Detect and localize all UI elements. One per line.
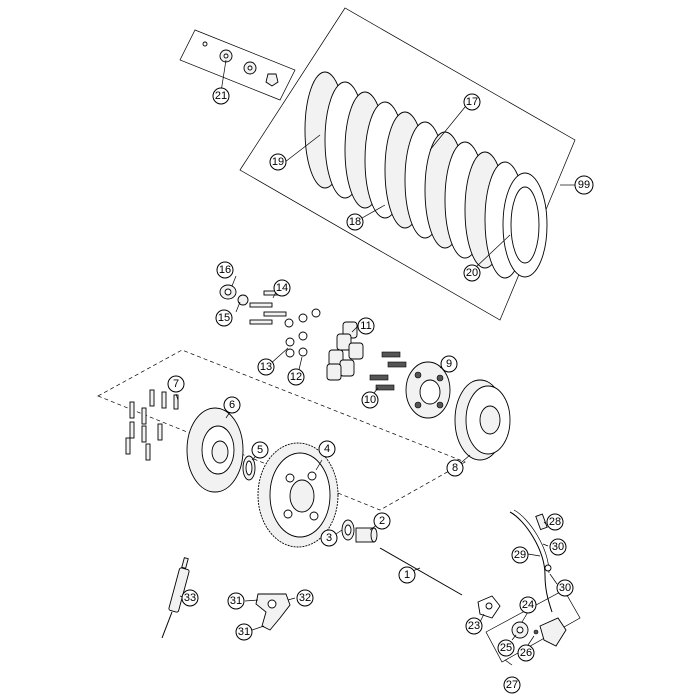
svg-text:31: 31 [230, 595, 242, 607]
callout-9: 9 [440, 355, 458, 373]
svg-text:11: 11 [360, 320, 371, 332]
callout-3: 3 [320, 529, 338, 547]
pressure-plate [405, 361, 451, 419]
callout-15: 15 [215, 309, 233, 327]
callout-2: 2 [373, 512, 391, 530]
svg-text:28: 28 [549, 516, 561, 528]
svg-text:8: 8 [452, 462, 458, 474]
svg-text:99: 99 [578, 179, 590, 191]
callout-30-lower: 30 [556, 579, 574, 597]
bushing-group [335, 519, 379, 543]
svg-text:27: 27 [506, 679, 518, 691]
svg-text:2: 2 [379, 515, 385, 527]
svg-text:3: 3 [326, 532, 332, 544]
callout-5: 5 [251, 441, 269, 459]
svg-text:23: 23 [468, 620, 480, 632]
bolts-washers-group [219, 275, 321, 375]
callout-31-upper: 31 [227, 592, 245, 610]
svg-text:20: 20 [466, 267, 478, 279]
svg-text:12: 12 [290, 371, 302, 383]
callout-27: 27 [503, 676, 521, 694]
callout-17: 17 [463, 93, 481, 111]
svg-text:33: 33 [184, 592, 196, 604]
gasket-23 [477, 595, 501, 623]
callout-10: 10 [361, 391, 379, 409]
callout-28: 28 [546, 513, 564, 531]
svg-text:6: 6 [229, 399, 235, 411]
svg-text:24: 24 [522, 599, 534, 611]
callout-31-lower: 31 [235, 623, 253, 641]
clutch-plates [304, 71, 548, 279]
bracket-31-32 [244, 593, 296, 631]
svg-text:21: 21 [215, 90, 227, 102]
svg-text:31: 31 [238, 626, 250, 638]
svg-text:30: 30 [552, 541, 564, 553]
callout-7: 7 [167, 375, 185, 393]
springs-group [326, 321, 407, 399]
primary-gear [257, 442, 339, 548]
svg-text:30: 30 [559, 582, 571, 594]
svg-text:17: 17 [466, 96, 478, 108]
svg-text:15: 15 [218, 312, 230, 324]
svg-text:13: 13 [260, 361, 272, 373]
svg-text:26: 26 [520, 647, 532, 659]
clutch-pack-group [239, 7, 576, 321]
svg-text:4: 4 [324, 443, 330, 455]
clutch-hub [186, 407, 244, 493]
svg-text:29: 29 [514, 549, 526, 561]
bolts-7 [125, 389, 179, 461]
slave-cylinder-group [485, 589, 581, 666]
callout-99: 99 [574, 175, 594, 195]
callout-25: 25 [497, 639, 515, 657]
dashed-group-box [97, 349, 466, 511]
callout-4: 4 [318, 440, 336, 458]
svg-text:19: 19 [272, 156, 284, 168]
push-rod [379, 547, 463, 596]
svg-text:10: 10 [364, 394, 376, 406]
callout-33: 33 [181, 589, 199, 607]
callout-29: 29 [511, 546, 529, 564]
svg-text:1: 1 [404, 569, 410, 581]
svg-text:32: 32 [299, 592, 311, 604]
callout-19: 19 [269, 153, 287, 171]
callout-32: 32 [296, 589, 314, 607]
svg-text:7: 7 [173, 378, 179, 390]
callout-16: 16 [216, 261, 234, 279]
callout-12: 12 [287, 368, 305, 386]
callout-18: 18 [346, 213, 364, 231]
callout-23: 23 [465, 617, 483, 635]
svg-text:18: 18 [349, 216, 361, 228]
callout-26: 26 [517, 644, 535, 662]
callout-20: 20 [463, 264, 481, 282]
callout-13: 13 [257, 358, 275, 376]
part-21-group [179, 29, 296, 101]
svg-text:16: 16 [219, 264, 231, 276]
callout-6: 6 [223, 396, 241, 414]
svg-text:5: 5 [257, 444, 263, 456]
clutch-hose [509, 509, 558, 613]
svg-text:14: 14 [276, 282, 288, 294]
callout-24: 24 [519, 596, 537, 614]
svg-text:9: 9 [446, 358, 452, 370]
callout-14: 14 [273, 279, 291, 297]
washer-5 [242, 453, 259, 481]
callout-30-upper: 30 [549, 538, 567, 556]
callout-8: 8 [446, 459, 464, 477]
svg-text:25: 25 [500, 642, 512, 654]
callout-21: 21 [212, 87, 230, 105]
callout-1: 1 [398, 566, 416, 584]
clutch-basket [454, 379, 511, 469]
callout-11: 11 [357, 317, 375, 335]
